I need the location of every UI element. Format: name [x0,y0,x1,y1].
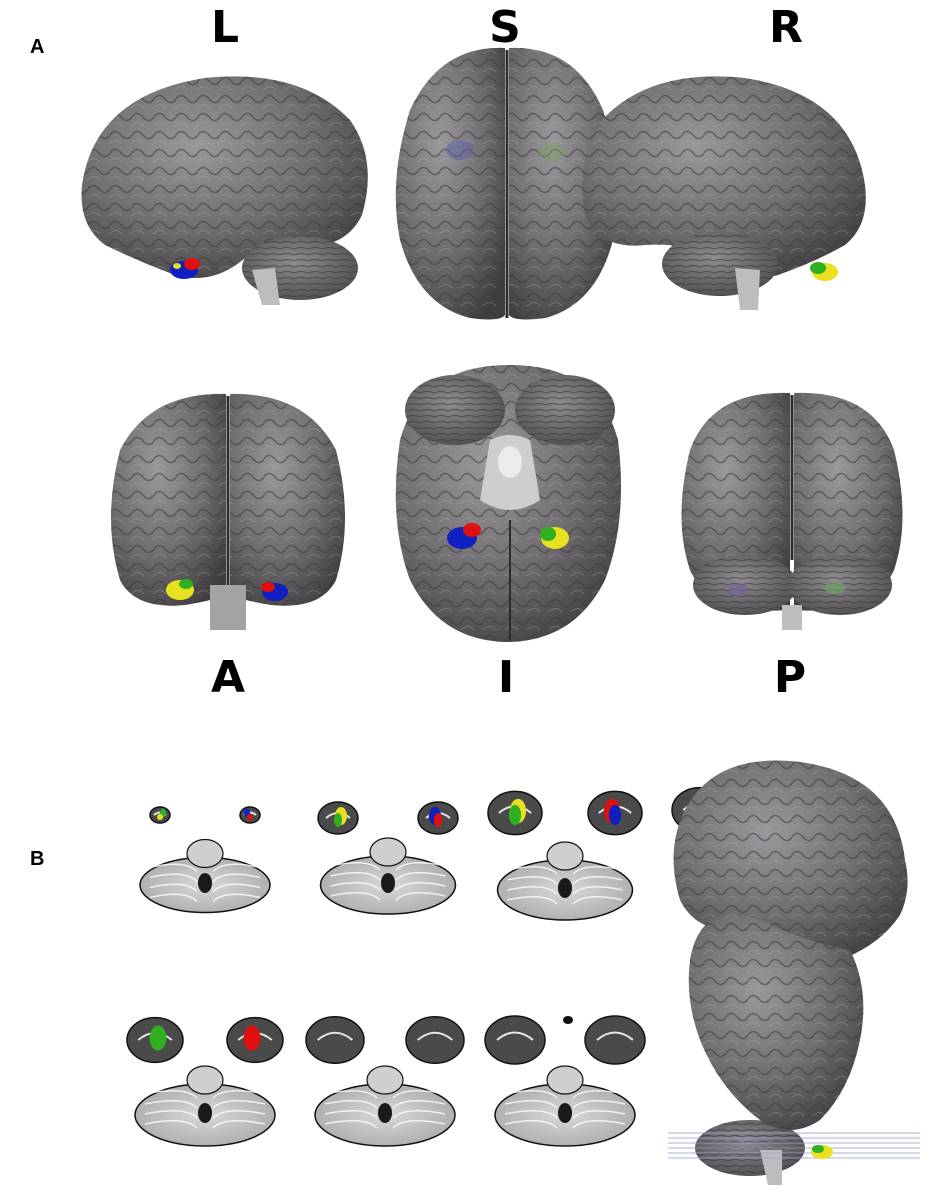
cluster-marker [243,1025,261,1051]
cluster-marker [247,814,253,820]
slice-6-right-lobe [405,1016,465,1064]
cluster-marker [608,804,622,826]
view-label-superior: S [489,2,521,53]
cluster-marker [149,1025,167,1051]
view-label-left: L [210,2,240,53]
view-label-anterior: A [210,652,246,703]
slice-3-brainstem [546,841,584,871]
slice-5-brainstem [186,1065,224,1095]
brain-superior-view [395,47,618,320]
slice-6-left-lobe [305,1016,365,1064]
panel-b-label: B [30,848,45,870]
cluster-red [184,258,200,270]
view-label-inferior: I [497,652,515,703]
slice-2-brainstem [369,837,407,867]
slice-6-brainstem [366,1065,404,1095]
slice-7-left-lobe [484,1015,546,1065]
brain-anterior-view [111,393,345,630]
cluster-marker [508,804,522,826]
brain-posterior-view [681,392,903,630]
cluster-marker [434,813,442,827]
view-label-posterior: P [773,652,807,703]
brain-right-lateral-view [582,76,866,310]
cluster-marker [334,813,342,827]
brain-left-lateral-view [81,76,368,305]
brain-inferior-view [395,365,622,642]
view-label-right: R [769,2,803,53]
cluster-marker [157,814,163,820]
panel-a-label: A [30,36,45,58]
slice-1-brainstem [186,838,224,869]
slice-7-right-lobe [584,1015,646,1065]
slice-7-brainstem [546,1065,584,1095]
brain-reference-lateral-view [668,760,920,1185]
cluster-yellow [173,263,181,269]
speck [563,1016,573,1024]
